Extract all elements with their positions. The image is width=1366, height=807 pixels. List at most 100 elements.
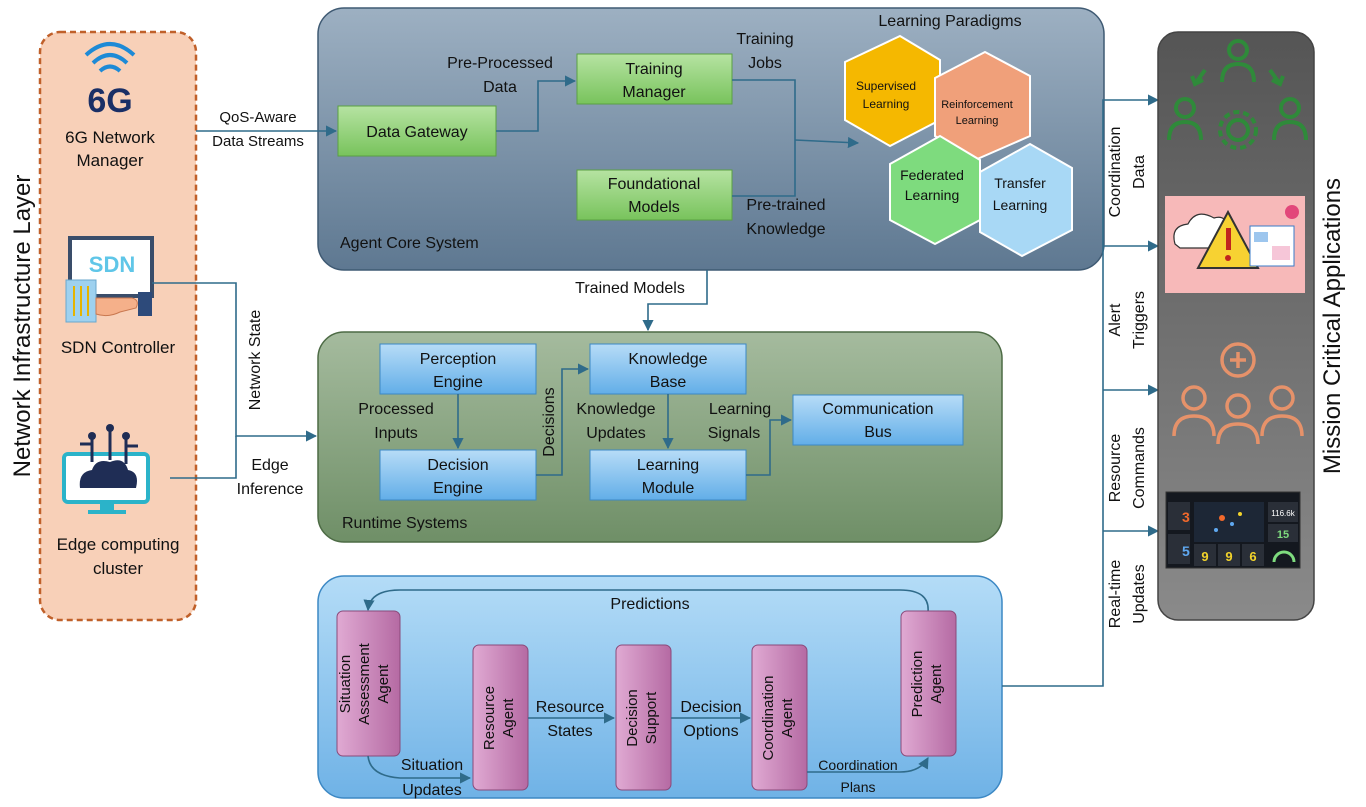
edge-inference-label-2: Inference	[237, 481, 304, 498]
link-realtime-1: Real-time	[1107, 560, 1124, 629]
link-resource-2: Commands	[1131, 427, 1148, 509]
edge-cluster-label-2: cluster	[93, 559, 143, 578]
link-coordination-1: Coordination	[1107, 127, 1124, 218]
link-realtime-2: Updates	[1131, 564, 1148, 624]
svg-text:Foundational: Foundational	[608, 176, 701, 193]
qos-label-1: QoS-Aware	[219, 109, 296, 126]
sdn-controller-icon: SDN	[65, 236, 154, 323]
alert-warning-icon	[1165, 196, 1305, 293]
link-alert-1: Alert	[1107, 303, 1124, 336]
agent-core-system: Agent Core System Data Gateway Training …	[317, 7, 1105, 271]
training-jobs-label-2: Jobs	[748, 55, 782, 72]
paradigms-title: Learning Paradigms	[878, 13, 1021, 30]
knowledge-base-node	[589, 343, 747, 395]
svg-text:Module: Module	[642, 480, 695, 497]
svg-text:Learning: Learning	[709, 401, 771, 418]
supervised-learning-hex: Supervised Learning	[844, 34, 941, 148]
svg-text:Decision: Decision	[680, 699, 741, 716]
svg-text:Coordination: Coordination	[818, 757, 897, 773]
svg-text:9: 9	[1201, 549, 1208, 564]
svg-text:116.6k: 116.6k	[1271, 509, 1295, 518]
training-manager-node	[576, 53, 733, 105]
svg-text:Engine: Engine	[433, 480, 483, 497]
svg-text:Models: Models	[628, 199, 680, 216]
svg-text:Manager: Manager	[622, 84, 686, 101]
network-infrastructure-layer: Network Infrastructure Layer 6G 6G Netwo…	[9, 30, 198, 622]
svg-text:Learning: Learning	[956, 115, 999, 127]
svg-text:Signals: Signals	[708, 425, 760, 442]
sdn-controller-label: SDN Controller	[61, 338, 176, 357]
svg-text:Resource: Resource	[536, 699, 605, 716]
svg-text:Perception: Perception	[420, 351, 497, 368]
network-state-label: Network State	[247, 310, 264, 411]
svg-text:Updates: Updates	[586, 425, 646, 442]
svg-text:Processed: Processed	[358, 401, 434, 418]
svg-text:Communication: Communication	[822, 401, 933, 418]
reinforcement-learning-hex: Reinforcement Learning	[934, 50, 1031, 162]
svg-text:Agent: Agent	[779, 698, 796, 738]
medical-team-icon	[1172, 342, 1304, 445]
svg-text:Learning: Learning	[637, 457, 699, 474]
link-coordination-2: Data	[1131, 155, 1148, 189]
svg-text:Bus: Bus	[864, 424, 892, 441]
svg-text:Learning: Learning	[993, 197, 1048, 213]
svg-text:States: States	[547, 723, 592, 740]
svg-text:Agent: Agent	[375, 664, 392, 704]
left-layer-title: Network Infrastructure Layer	[9, 175, 36, 478]
preprocessed-label-1: Pre-Processed	[447, 55, 553, 72]
svg-text:Transfer: Transfer	[994, 175, 1046, 191]
svg-text:5: 5	[1182, 543, 1190, 559]
runtime-systems: Runtime Systems Perception Engine Decisi…	[317, 331, 1003, 543]
agent-layer: Predictions Situation Assessment Agent R…	[317, 575, 1003, 799]
svg-text:Agent: Agent	[928, 664, 945, 704]
svg-text:Federated: Federated	[900, 167, 964, 183]
6g-manager-label-1: 6G Network	[65, 128, 155, 147]
edge-inference-label-1: Edge	[251, 457, 288, 474]
communication-bus-node	[792, 394, 964, 446]
realtime-dashboard: 3 5 116.6k 15 9 9 6	[1165, 491, 1301, 569]
learning-module-node	[589, 449, 747, 501]
right-layer-title: Mission Critical Applications	[1319, 178, 1346, 474]
svg-text:Learning: Learning	[863, 97, 910, 111]
training-jobs-label-1: Training	[736, 31, 793, 48]
foundational-models-node	[576, 169, 733, 221]
svg-text:Data Gateway: Data Gateway	[366, 124, 467, 141]
svg-text:6: 6	[1249, 549, 1256, 564]
data-gateway-node	[337, 105, 497, 157]
prediction-agent-node	[900, 610, 957, 757]
svg-text:6G: 6G	[87, 82, 132, 120]
svg-text:Decision: Decision	[427, 457, 488, 474]
agent-core-label: Agent Core System	[340, 235, 479, 252]
svg-text:Knowledge: Knowledge	[628, 351, 707, 368]
pretrained-label-2: Knowledge	[746, 221, 825, 238]
svg-text:Supervised: Supervised	[856, 79, 916, 93]
decision-engine-node	[379, 449, 537, 501]
transfer-learning-hex: Transfer Learning	[979, 142, 1073, 258]
6g-network-icon: 6G	[84, 42, 136, 120]
svg-text:Base: Base	[650, 374, 687, 391]
mission-critical-panel: 3 5 116.6k 15 9 9 6 Mission Critical App…	[1157, 31, 1346, 621]
svg-text:Decision: Decision	[624, 689, 641, 747]
trained-models-label: Trained Models	[575, 280, 685, 297]
svg-text:Learning: Learning	[905, 187, 960, 203]
svg-text:Decisions: Decisions	[541, 387, 558, 456]
6g-manager-label-2: Manager	[76, 151, 143, 170]
svg-text:9: 9	[1225, 549, 1232, 564]
svg-text:Training: Training	[625, 61, 682, 78]
svg-text:15: 15	[1277, 529, 1289, 541]
edge-cluster-icon	[62, 424, 150, 514]
svg-text:Options: Options	[683, 723, 738, 740]
preprocessed-label-2: Data	[483, 79, 517, 96]
svg-text:Reinforcement: Reinforcement	[941, 99, 1013, 111]
svg-text:SDN: SDN	[89, 252, 135, 277]
runtime-label: Runtime Systems	[342, 515, 467, 532]
qos-label-2: Data Streams	[212, 133, 304, 150]
svg-text:Coordination: Coordination	[760, 675, 777, 760]
svg-text:Plans: Plans	[840, 779, 875, 795]
predictions-label: Predictions	[610, 596, 689, 613]
svg-text:Situation: Situation	[401, 757, 463, 774]
link-alert-2: Triggers	[1131, 291, 1148, 349]
team-coordination-icon	[1167, 39, 1308, 150]
